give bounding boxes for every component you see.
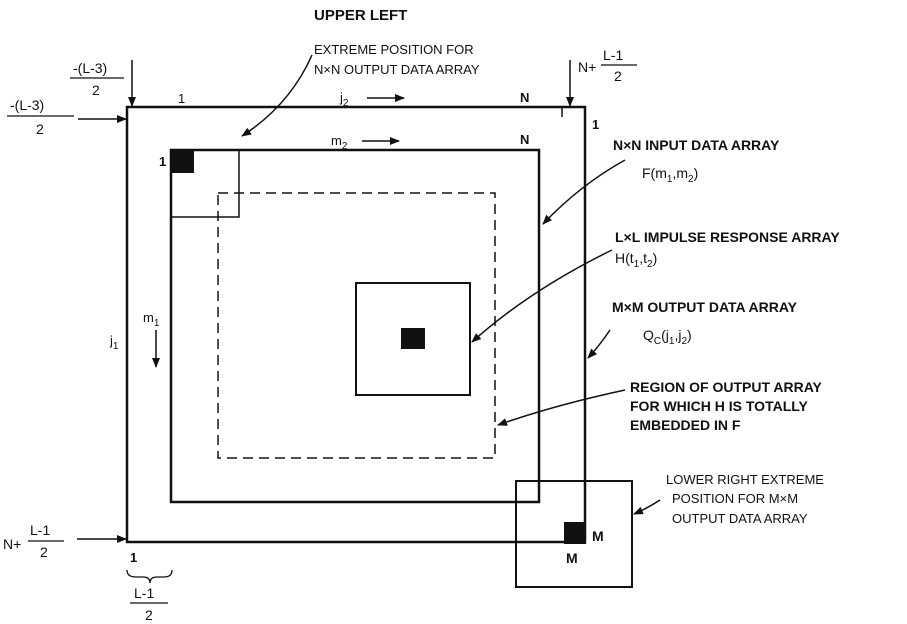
impulse-function: H(t1,t2) (615, 250, 657, 270)
brace-L1-denominator: 2 (145, 607, 153, 623)
impulse-response-box (355, 282, 471, 396)
top-right-N-plus: N+ (578, 59, 596, 75)
impulse-response-marker (401, 328, 425, 349)
lower-right-extreme-box (515, 480, 633, 588)
left-offset-numerator: -(L-3) (10, 97, 44, 113)
upper-left-corner-marker (172, 151, 194, 173)
lower-right-line3: OUTPUT DATA ARRAY (672, 511, 808, 526)
outer-right-index-1: 1 (592, 117, 599, 132)
bottom-left-L1-denominator: 2 (40, 544, 48, 560)
j1-label: j1 (109, 333, 119, 352)
bottom-brace (126, 569, 173, 584)
impulse-title: L×L IMPULSE RESPONSE ARRAY (615, 229, 840, 245)
inner-top-index-N: N (520, 132, 529, 147)
region-line1: REGION OF OUTPUT ARRAY (630, 379, 823, 395)
brace-L1-numerator: L-1 (134, 585, 154, 601)
inner-left-index-1: 1 (159, 154, 166, 169)
region-line2: FOR WHICH H IS TOTALLY (630, 398, 809, 414)
top-offset-denominator: 2 (92, 82, 100, 98)
outer-top-index-1: 1 (178, 91, 185, 106)
bottom-left-L1-numerator: L-1 (30, 522, 50, 538)
j2-label: j2 (339, 90, 349, 109)
outer-top-index-N: N (520, 90, 529, 105)
upper-left-line2: EXTREME POSITION FOR (314, 42, 474, 57)
input-array-title: N×N INPUT DATA ARRAY (613, 137, 780, 153)
input-data-array-box (169, 148, 541, 504)
lower-right-index-M-right: M (592, 528, 604, 544)
embedded-region-dashed-box (217, 192, 496, 459)
upper-left-extreme-box (170, 149, 240, 218)
lower-right-corner-marker (564, 522, 586, 544)
bottom-left-N-plus: N+ (3, 536, 21, 552)
upper-left-line3: N×N OUTPUT DATA ARRAY (314, 62, 480, 77)
input-array-leader-arrow (542, 159, 626, 225)
input-array-function: F(m1,m2) (642, 165, 698, 185)
output-array-outer-box (125, 105, 587, 544)
output-array-title: M×M OUTPUT DATA ARRAY (612, 299, 798, 315)
left-offset-denominator: 2 (36, 121, 44, 137)
top-offset-numerator: -(L-3) (73, 60, 107, 76)
region-line3: EMBEDDED IN F (630, 417, 741, 433)
m1-label: m1 (143, 310, 160, 329)
upper-left-title: UPPER LEFT (314, 7, 407, 24)
impulse-leader-arrow (471, 249, 613, 343)
lower-right-leader-arrow (633, 499, 661, 515)
upper-left-leader-arrow (241, 54, 313, 137)
lower-right-index-M-bottom: M (566, 550, 578, 566)
m2-label: m2 (331, 133, 348, 152)
output-array-function: QC(j1,j2) (643, 327, 692, 347)
outer-bottom-index-1: 1 (130, 550, 137, 565)
output-array-leader-arrow (587, 329, 611, 359)
top-right-L1-numerator: L-1 (603, 47, 623, 63)
top-right-L1-denominator: 2 (614, 68, 622, 84)
region-leader-arrow (497, 389, 626, 426)
lower-right-line1: LOWER RIGHT EXTREME (666, 472, 824, 487)
lower-right-line2: POSITION FOR M×M (672, 491, 798, 506)
